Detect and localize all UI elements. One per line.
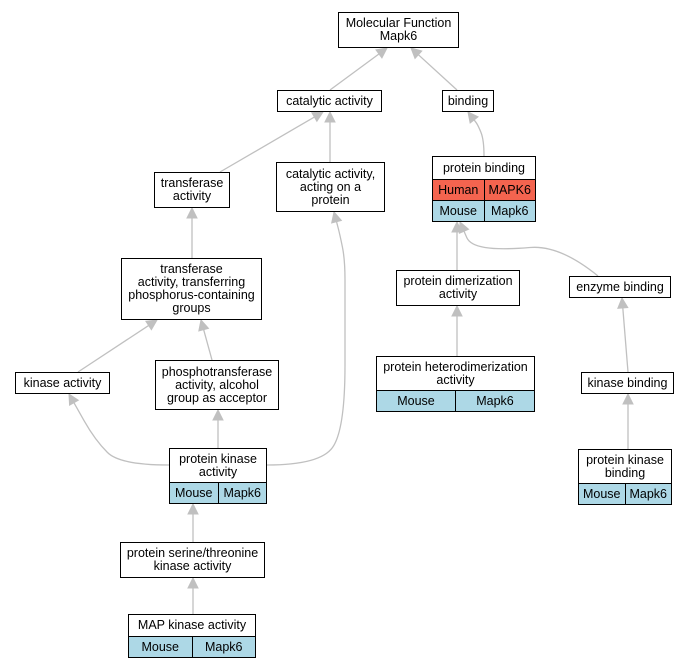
arrowhead-icon <box>410 47 423 60</box>
go-term-label: catalytic activity, acting on a protein <box>285 166 376 207</box>
go-term-ser-thr-kinase[interactable]: protein serine/threonine kinase activity <box>120 542 265 578</box>
species-cell: Mouse <box>174 485 213 500</box>
go-term-label: catalytic activity <box>286 93 373 108</box>
annotation-row: Mouse Mapk6 <box>129 636 255 657</box>
go-term-label: phosphotransferase activity, alcohol gro… <box>161 364 273 405</box>
edge-kinase-binding-to-enzyme-binding <box>622 306 629 373</box>
arrowhead-icon <box>622 392 634 405</box>
go-term-label: binding <box>447 93 489 108</box>
arrowhead-icon <box>324 110 336 123</box>
edge-protein-kinase-to-catalytic-protein <box>266 220 346 466</box>
arrowhead-icon <box>617 296 629 309</box>
go-term-kinase-binding[interactable]: kinase binding <box>581 372 674 394</box>
edge-kinase-activity-to-transferase-phos <box>77 324 150 373</box>
gene-cell: MAPK6 <box>483 180 536 200</box>
annotation-row: Mouse Mapk6 <box>433 200 535 221</box>
edge-transferase-to-catalytic <box>219 115 316 173</box>
edge-enzyme-binding-to-protein-binding <box>462 229 599 277</box>
go-term-label: transferase activity <box>160 176 224 203</box>
annotation-row: Mouse Mapk6 <box>377 390 534 411</box>
arrowhead-icon <box>311 111 324 123</box>
gene-cell: Mapk6 <box>217 483 267 503</box>
edge-protein-binding-to-binding <box>472 118 485 157</box>
go-term-binding[interactable]: binding <box>442 90 494 112</box>
species-cell: Human <box>438 182 479 197</box>
gene-cell: Mapk6 <box>624 484 672 504</box>
arrowhead-icon <box>187 502 199 515</box>
edge-phosphotransferase-to-transferase-phos <box>202 328 213 361</box>
go-term-enzyme-binding[interactable]: enzyme binding <box>569 276 671 298</box>
go-term-label: Molecular Function Mapk6 <box>345 16 452 43</box>
go-term-dimerization[interactable]: protein dimerization activity <box>396 270 520 306</box>
species-cell: Mouse <box>582 486 621 501</box>
go-term-label: enzyme binding <box>576 279 664 294</box>
edge-binding-to-root <box>417 53 458 91</box>
go-term-label: MAP kinase activity <box>137 618 247 632</box>
arrowhead-icon <box>187 576 199 589</box>
go-term-root[interactable]: Molecular Function Mapk6 <box>338 12 459 48</box>
arrowhead-icon <box>451 304 463 317</box>
arrowhead-icon <box>68 393 80 406</box>
go-term-label: protein dimerization activity <box>403 274 513 301</box>
go-term-kinase-activity[interactable]: kinase activity <box>15 372 110 394</box>
species-cell: Mouse <box>439 203 478 218</box>
arrowhead-icon <box>186 206 198 219</box>
gene-cell: Mapk6 <box>455 391 534 411</box>
species-cell: Mouse <box>141 639 180 654</box>
arrowhead-icon <box>212 408 224 421</box>
go-term-label: kinase activity <box>23 375 102 390</box>
gene-cell: Mapk6 <box>483 201 536 221</box>
go-term-catalytic-protein[interactable]: catalytic activity, acting on a protein <box>276 162 385 212</box>
annotation-row: Mouse Mapk6 <box>170 482 266 503</box>
arrowhead-icon <box>198 318 210 332</box>
go-term-label: kinase binding <box>587 375 668 390</box>
edge-catalytic-to-root <box>329 52 381 91</box>
annotation-row: Human MAPK6 <box>433 179 535 200</box>
go-term-phosphotransferase[interactable]: phosphotransferase activity, alcohol gro… <box>155 360 279 410</box>
go-term-label: protein heterodimerization activity <box>383 359 528 387</box>
arrowhead-icon <box>458 220 470 234</box>
go-term-label: transferase activity, transferring phosp… <box>128 262 255 315</box>
species-cell: Mouse <box>397 393 435 408</box>
go-term-label: protein serine/threonine kinase activity <box>126 546 259 573</box>
go-term-label: protein kinase binding <box>586 452 664 480</box>
arrowhead-icon <box>375 47 388 59</box>
arrowhead-icon <box>331 210 343 224</box>
go-term-catalytic[interactable]: catalytic activity <box>277 90 382 112</box>
go-term-label: protein binding <box>442 160 525 175</box>
go-term-transferase-phos[interactable]: transferase activity, transferring phosp… <box>121 258 262 320</box>
gene-cell: Mapk6 <box>191 637 256 657</box>
go-term-transferase[interactable]: transferase activity <box>154 172 230 208</box>
go-term-label: protein kinase activity <box>179 451 257 479</box>
edge-protein-kinase-to-kinase-activity <box>72 401 170 466</box>
arrowhead-icon <box>467 111 480 124</box>
arrowhead-icon <box>145 319 158 331</box>
